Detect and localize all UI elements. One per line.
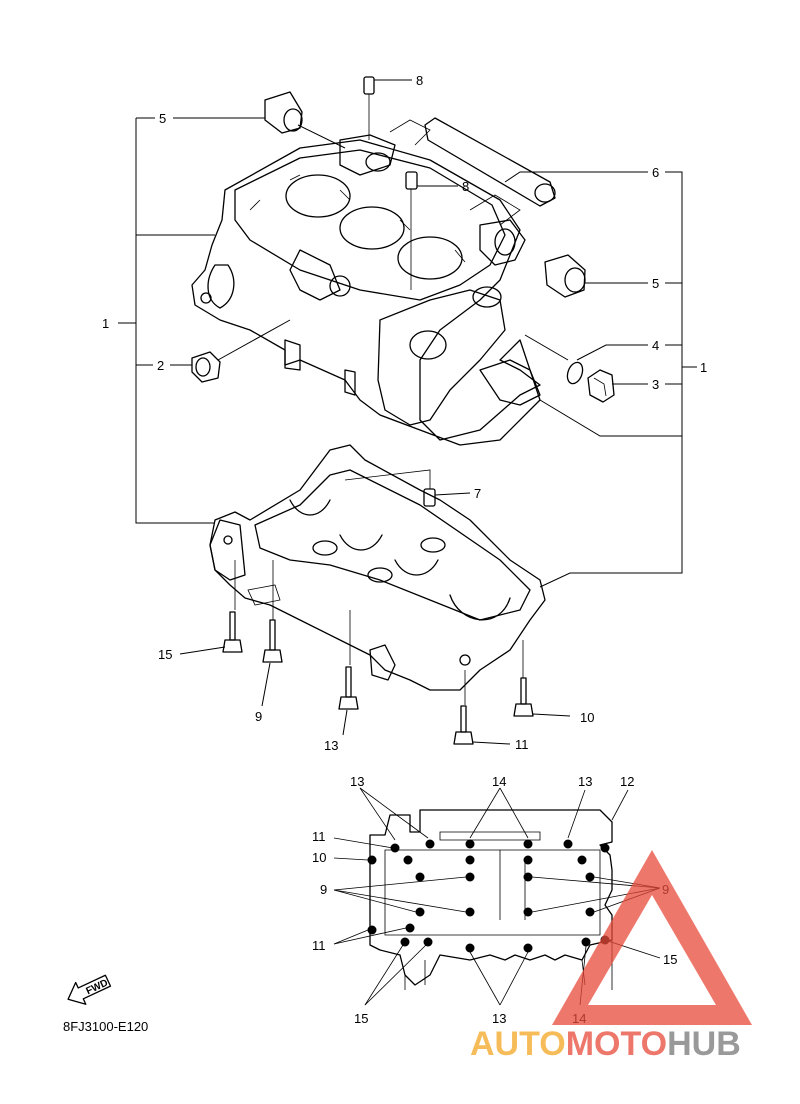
shaft-part-6 bbox=[389, 117, 556, 226]
watermark-triangle-icon bbox=[552, 850, 752, 1025]
callout-6: 6 bbox=[652, 165, 659, 180]
pattern-label-13-bottom: 13 bbox=[492, 1011, 506, 1026]
bolt-part-13 bbox=[338, 666, 359, 710]
bolt-part-15 bbox=[222, 611, 243, 653]
watermark-text-auto: AUTO bbox=[470, 1025, 566, 1063]
callout-5-top: 5 bbox=[159, 111, 166, 126]
pattern-label-11-lower: 11 bbox=[312, 938, 326, 953]
fwd-label: FWD bbox=[84, 978, 109, 998]
callout-4: 4 bbox=[652, 338, 659, 353]
callout-3: 3 bbox=[652, 377, 659, 392]
plug-part-3 bbox=[587, 369, 615, 403]
pattern-label-14-top: 14 bbox=[492, 774, 506, 789]
callout-labels: 1 1 2 3 4 5 5 6 7 8 8 9 10 11 13 15 bbox=[102, 73, 707, 753]
damper-part-5-right bbox=[544, 254, 586, 298]
callout-leaders bbox=[118, 79, 697, 745]
watermark-text-moto: MOTO bbox=[566, 1025, 667, 1063]
pattern-label-13-top: 13 bbox=[350, 774, 364, 789]
callout-13-bolt: 13 bbox=[324, 738, 338, 753]
pattern-label-15-left: 15 bbox=[354, 1011, 368, 1026]
callout-8-mid: 8 bbox=[462, 179, 469, 194]
bolt-part-11 bbox=[453, 705, 474, 745]
upper-crankcase bbox=[191, 134, 541, 446]
dowel-pin-part-8-top bbox=[363, 76, 375, 140]
diagram-code: 8FJ3100-E120 bbox=[63, 1019, 148, 1034]
pattern-label-12: 12 bbox=[620, 774, 634, 789]
svg-text:AUTOMOTOHUB: AUTOMOTOHUB bbox=[470, 1025, 741, 1063]
callout-7: 7 bbox=[474, 486, 481, 501]
callout-2: 2 bbox=[157, 358, 164, 373]
bolt-part-9 bbox=[262, 619, 283, 663]
bolt-part-10 bbox=[513, 677, 534, 717]
pattern-label-10: 10 bbox=[312, 850, 326, 865]
callout-1-right: 1 bbox=[700, 360, 707, 375]
pattern-label-11-upper: 11 bbox=[312, 829, 326, 844]
dowel-pin-part-8-mid bbox=[405, 171, 418, 290]
plug-part-2 bbox=[191, 319, 291, 383]
callout-5-right: 5 bbox=[652, 276, 659, 291]
damper-part-5-top bbox=[264, 91, 346, 149]
automotohub-watermark: AUTOMOTOHUB bbox=[470, 850, 752, 1063]
callout-15-bolt: 15 bbox=[158, 647, 172, 662]
callout-9-bolt: 9 bbox=[255, 709, 262, 724]
o-ring-part-4 bbox=[524, 334, 584, 385]
forward-arrow-icon: FWD bbox=[67, 974, 112, 1005]
pattern-label-15-right: 15 bbox=[663, 952, 677, 967]
pattern-labels: 13 14 13 12 11 10 9 9 11 15 15 13 14 bbox=[312, 774, 677, 1026]
callout-8-top: 8 bbox=[416, 73, 423, 88]
callout-1-left: 1 bbox=[102, 316, 109, 331]
dowel-pin-part-7 bbox=[344, 469, 436, 507]
callout-10-bolt: 10 bbox=[580, 710, 594, 725]
bolt-tightening-pattern bbox=[333, 787, 661, 1006]
watermark-text-hub: HUB bbox=[667, 1025, 741, 1063]
pattern-label-13-topright: 13 bbox=[578, 774, 592, 789]
pattern-label-9-left: 9 bbox=[320, 882, 327, 897]
callout-11-bolt: 11 bbox=[515, 737, 529, 752]
lower-crankcase bbox=[209, 444, 546, 705]
